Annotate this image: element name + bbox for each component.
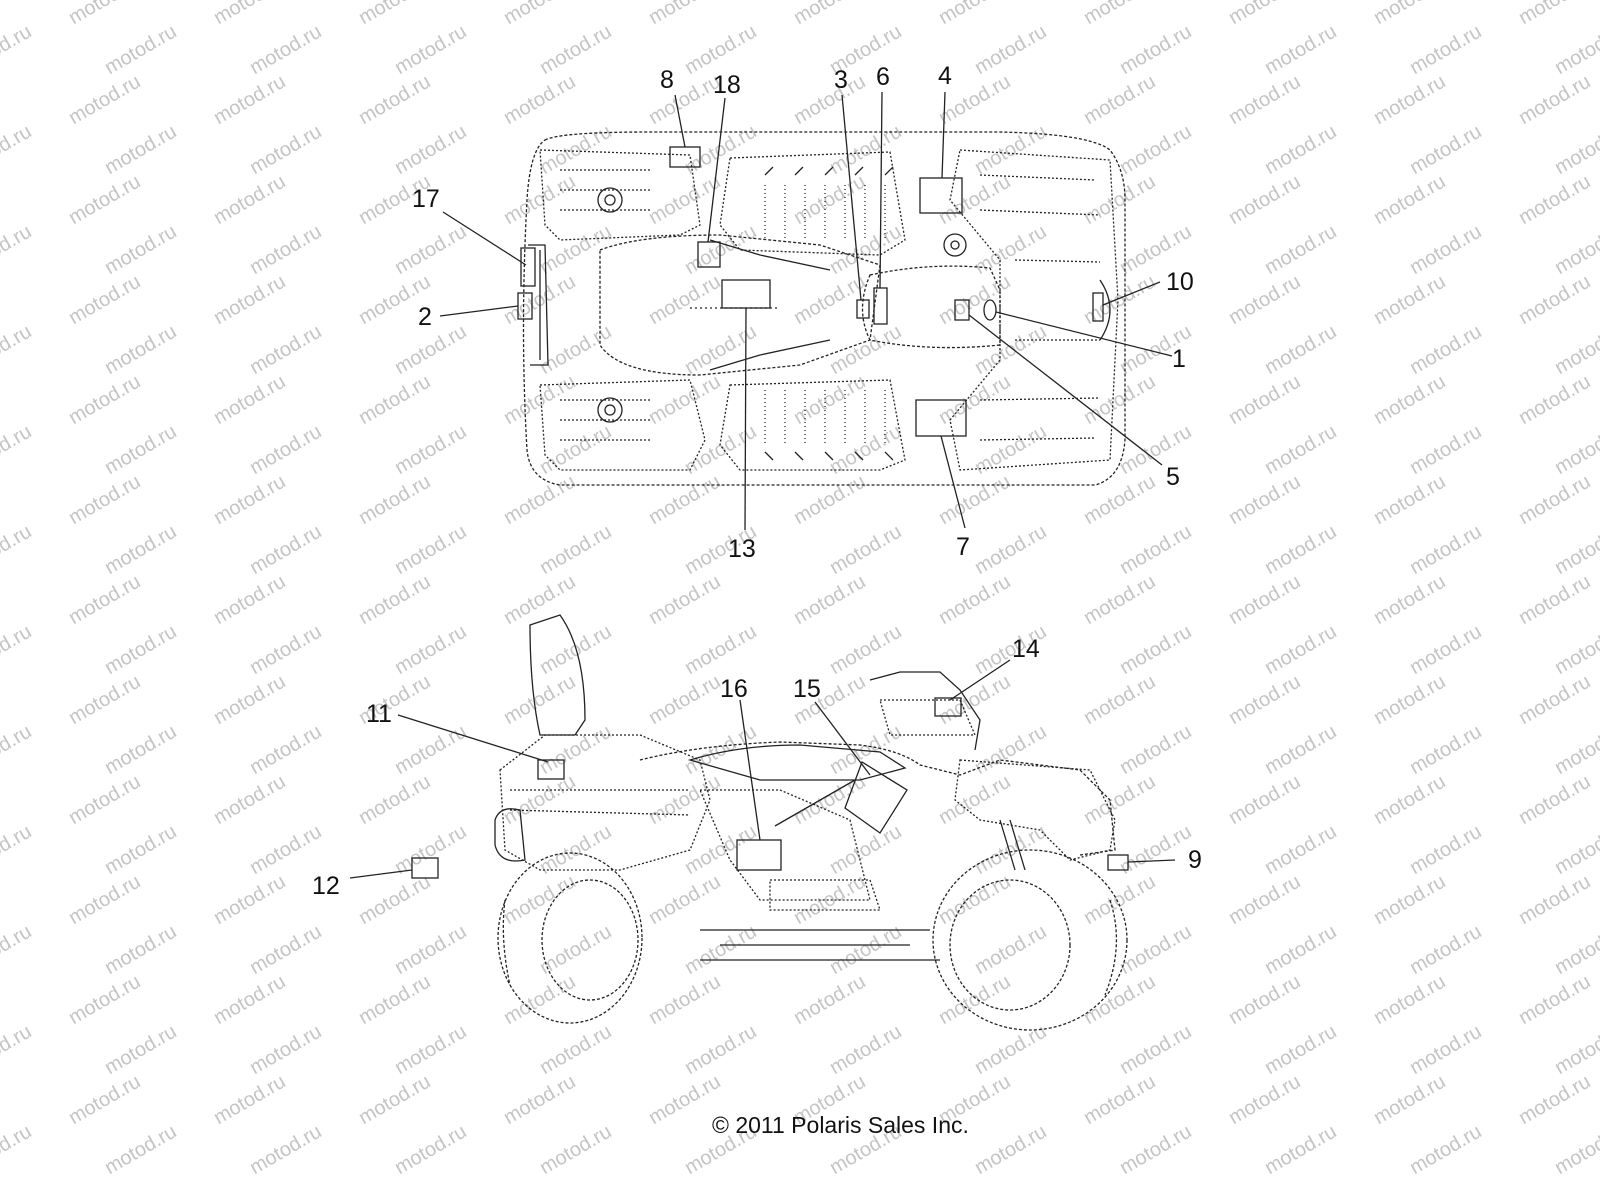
callout-1: 1 [1172, 345, 1186, 373]
callout-4: 4 [938, 62, 952, 90]
label-10 [1092, 292, 1104, 322]
label-6 [873, 287, 888, 325]
label-5 [954, 299, 970, 321]
callout-5: 5 [1166, 463, 1180, 491]
label-7 [915, 399, 967, 437]
callout-3: 3 [834, 66, 848, 94]
callout-14: 14 [1012, 635, 1040, 663]
callout-13: 13 [728, 535, 756, 563]
callout-2: 2 [418, 303, 432, 331]
label-17 [520, 247, 536, 287]
callout-8: 8 [660, 66, 674, 94]
label-11 [537, 759, 565, 780]
callout-16: 16 [720, 675, 748, 703]
label-16 [736, 839, 782, 871]
label-1 [983, 299, 997, 321]
label-14 [934, 697, 962, 717]
callout-17: 17 [412, 185, 440, 213]
callout-7: 7 [956, 533, 970, 561]
atv-top-view [439, 91, 1173, 531]
callout-6: 6 [876, 63, 890, 91]
label-4 [919, 177, 963, 214]
label-9 [1107, 854, 1129, 871]
callout-11: 11 [366, 700, 392, 728]
callout-15: 15 [793, 675, 821, 703]
callout-9: 9 [1188, 846, 1202, 874]
callout-18: 18 [713, 71, 741, 99]
label-2 [517, 292, 533, 320]
label-18 [697, 241, 721, 268]
callout-10: 10 [1166, 268, 1194, 296]
callout-12: 12 [312, 872, 340, 900]
label-13 [721, 279, 771, 309]
callout-layer: 8 18 3 6 4 17 2 10 1 5 13 7 14 16 15 11 … [312, 62, 1202, 900]
copyright-notice: © 2011 Polaris Sales Inc. [712, 1112, 969, 1138]
label-15 [844, 761, 908, 834]
label-8 [669, 146, 701, 168]
label-3 [856, 299, 870, 319]
label-12 [411, 857, 439, 879]
atv-side-view [349, 614, 1176, 1031]
